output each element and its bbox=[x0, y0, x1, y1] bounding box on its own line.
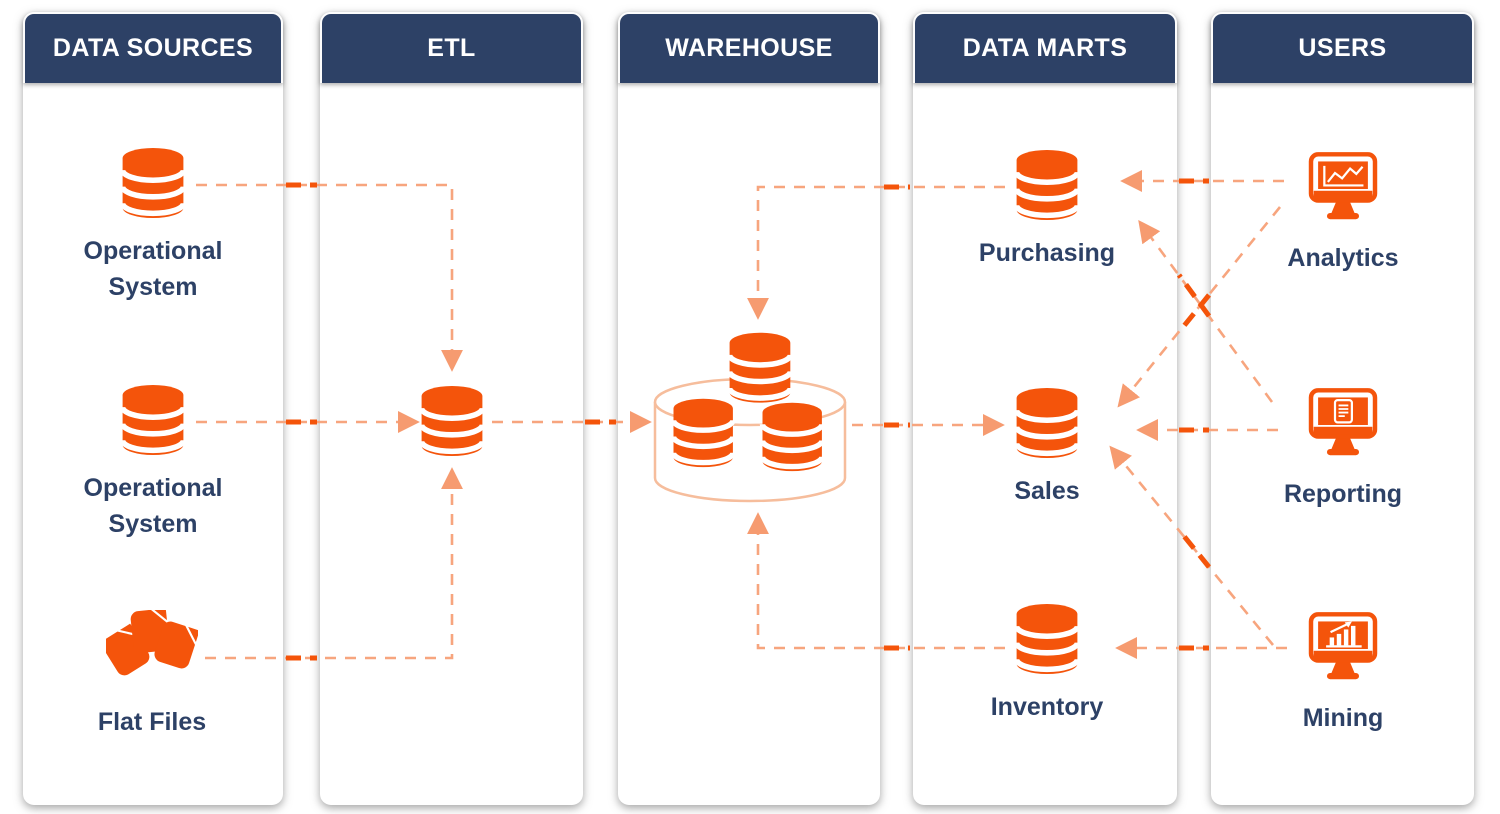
panel-header-data-marts: DATA MARTS bbox=[913, 12, 1177, 83]
node-reporting: Reporting bbox=[1218, 386, 1468, 513]
node-etl-database bbox=[327, 383, 577, 459]
monitor-bar-chart-icon bbox=[1303, 610, 1383, 688]
node-label-purchasing: Purchasing bbox=[978, 239, 1116, 267]
connection-gap-segment bbox=[1176, 273, 1212, 318]
database-icon bbox=[1012, 147, 1082, 223]
node-sales: Sales bbox=[922, 385, 1172, 510]
database-icon bbox=[1012, 601, 1082, 677]
database-icon bbox=[118, 145, 188, 221]
node-label-mining: Mining bbox=[1302, 704, 1384, 732]
node-flat-files: Flat Files bbox=[27, 607, 277, 741]
node-label-sales: Sales bbox=[1014, 477, 1080, 505]
node-label-analytics: Analytics bbox=[1287, 244, 1399, 272]
monitor-report-icon bbox=[1303, 386, 1383, 464]
node-label-operational-system-2: Operational System bbox=[83, 474, 223, 538]
panel-header-data-sources: DATA SOURCES bbox=[23, 12, 283, 83]
node-analytics: Analytics bbox=[1218, 150, 1468, 277]
node-purchasing: Purchasing bbox=[922, 147, 1172, 272]
panel-header-etl: ETL bbox=[320, 12, 583, 83]
node-label-flat-files: Flat Files bbox=[97, 708, 207, 736]
node-label-reporting: Reporting bbox=[1283, 480, 1403, 508]
database-icon bbox=[1012, 385, 1082, 461]
connection-gap-segment bbox=[1177, 528, 1211, 569]
connection-gap-segment bbox=[1177, 293, 1211, 334]
warehouse-icon bbox=[648, 330, 852, 506]
node-operational-system-2: Operational System bbox=[28, 382, 278, 542]
node-inventory: Inventory bbox=[922, 601, 1172, 726]
node-label-operational-system-1: Operational System bbox=[83, 237, 223, 301]
node-mining: Mining bbox=[1218, 610, 1468, 737]
monitor-line-chart-icon bbox=[1303, 150, 1383, 228]
flat-files-icon bbox=[102, 607, 201, 692]
panel-data-sources: DATA SOURCES bbox=[23, 12, 283, 805]
panel-data-marts: DATA MARTS bbox=[913, 12, 1177, 805]
database-icon bbox=[417, 383, 487, 459]
panel-header-warehouse: WAREHOUSE bbox=[618, 12, 880, 83]
panel-header-users: USERS bbox=[1211, 12, 1474, 83]
database-icon bbox=[118, 382, 188, 458]
node-operational-system-1: Operational System bbox=[28, 145, 278, 305]
node-label-inventory: Inventory bbox=[990, 693, 1104, 721]
node-warehouse-cluster bbox=[625, 330, 875, 506]
